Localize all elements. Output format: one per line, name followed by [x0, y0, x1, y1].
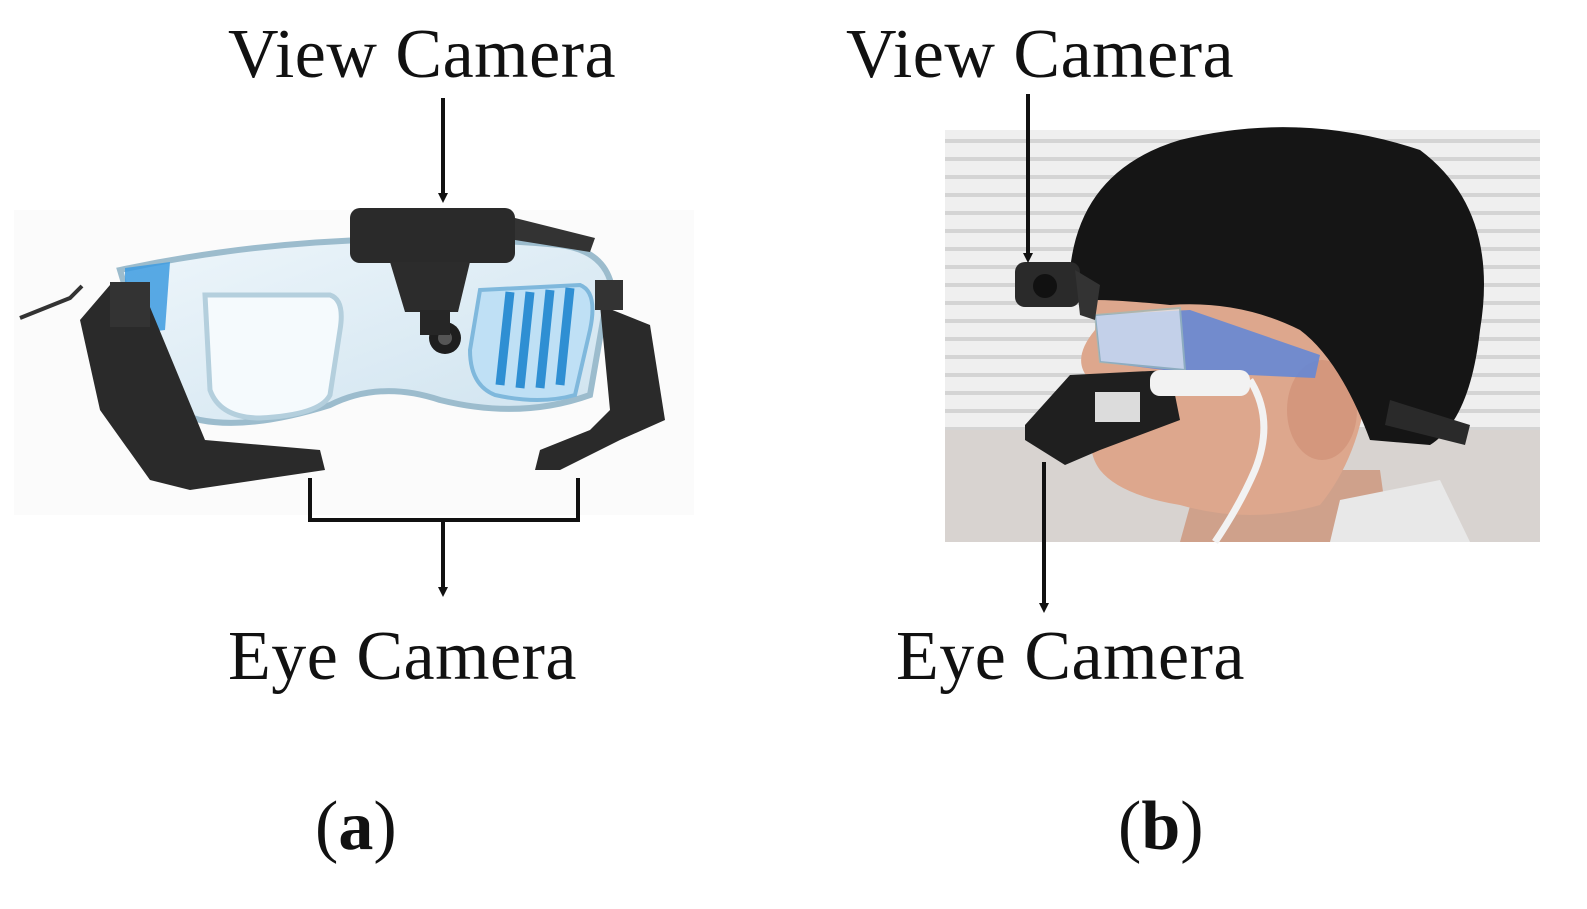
caption-close-paren: )	[1180, 788, 1204, 865]
caption-letter-a: a	[338, 788, 374, 865]
panel-b-view-camera-label: View Camera	[846, 16, 1235, 93]
caption-close-paren: )	[373, 788, 397, 865]
caption-open-paren: (	[315, 788, 339, 865]
panel-a-eye-camera-label: Eye Camera	[228, 618, 577, 695]
caption-open-paren: (	[1118, 788, 1142, 865]
panel-a-view-camera-label: View Camera	[228, 16, 617, 93]
goggles-photo	[14, 208, 694, 515]
caption-letter-b: b	[1141, 788, 1181, 865]
panel-a-eye-bracket-arrow	[308, 478, 580, 597]
panel-b-eye-camera-label: Eye Camera	[896, 618, 1245, 695]
panel-a-caption: (a)	[315, 792, 397, 862]
wearer-photo	[945, 127, 1540, 544]
panel-b-caption: (b)	[1118, 792, 1204, 862]
